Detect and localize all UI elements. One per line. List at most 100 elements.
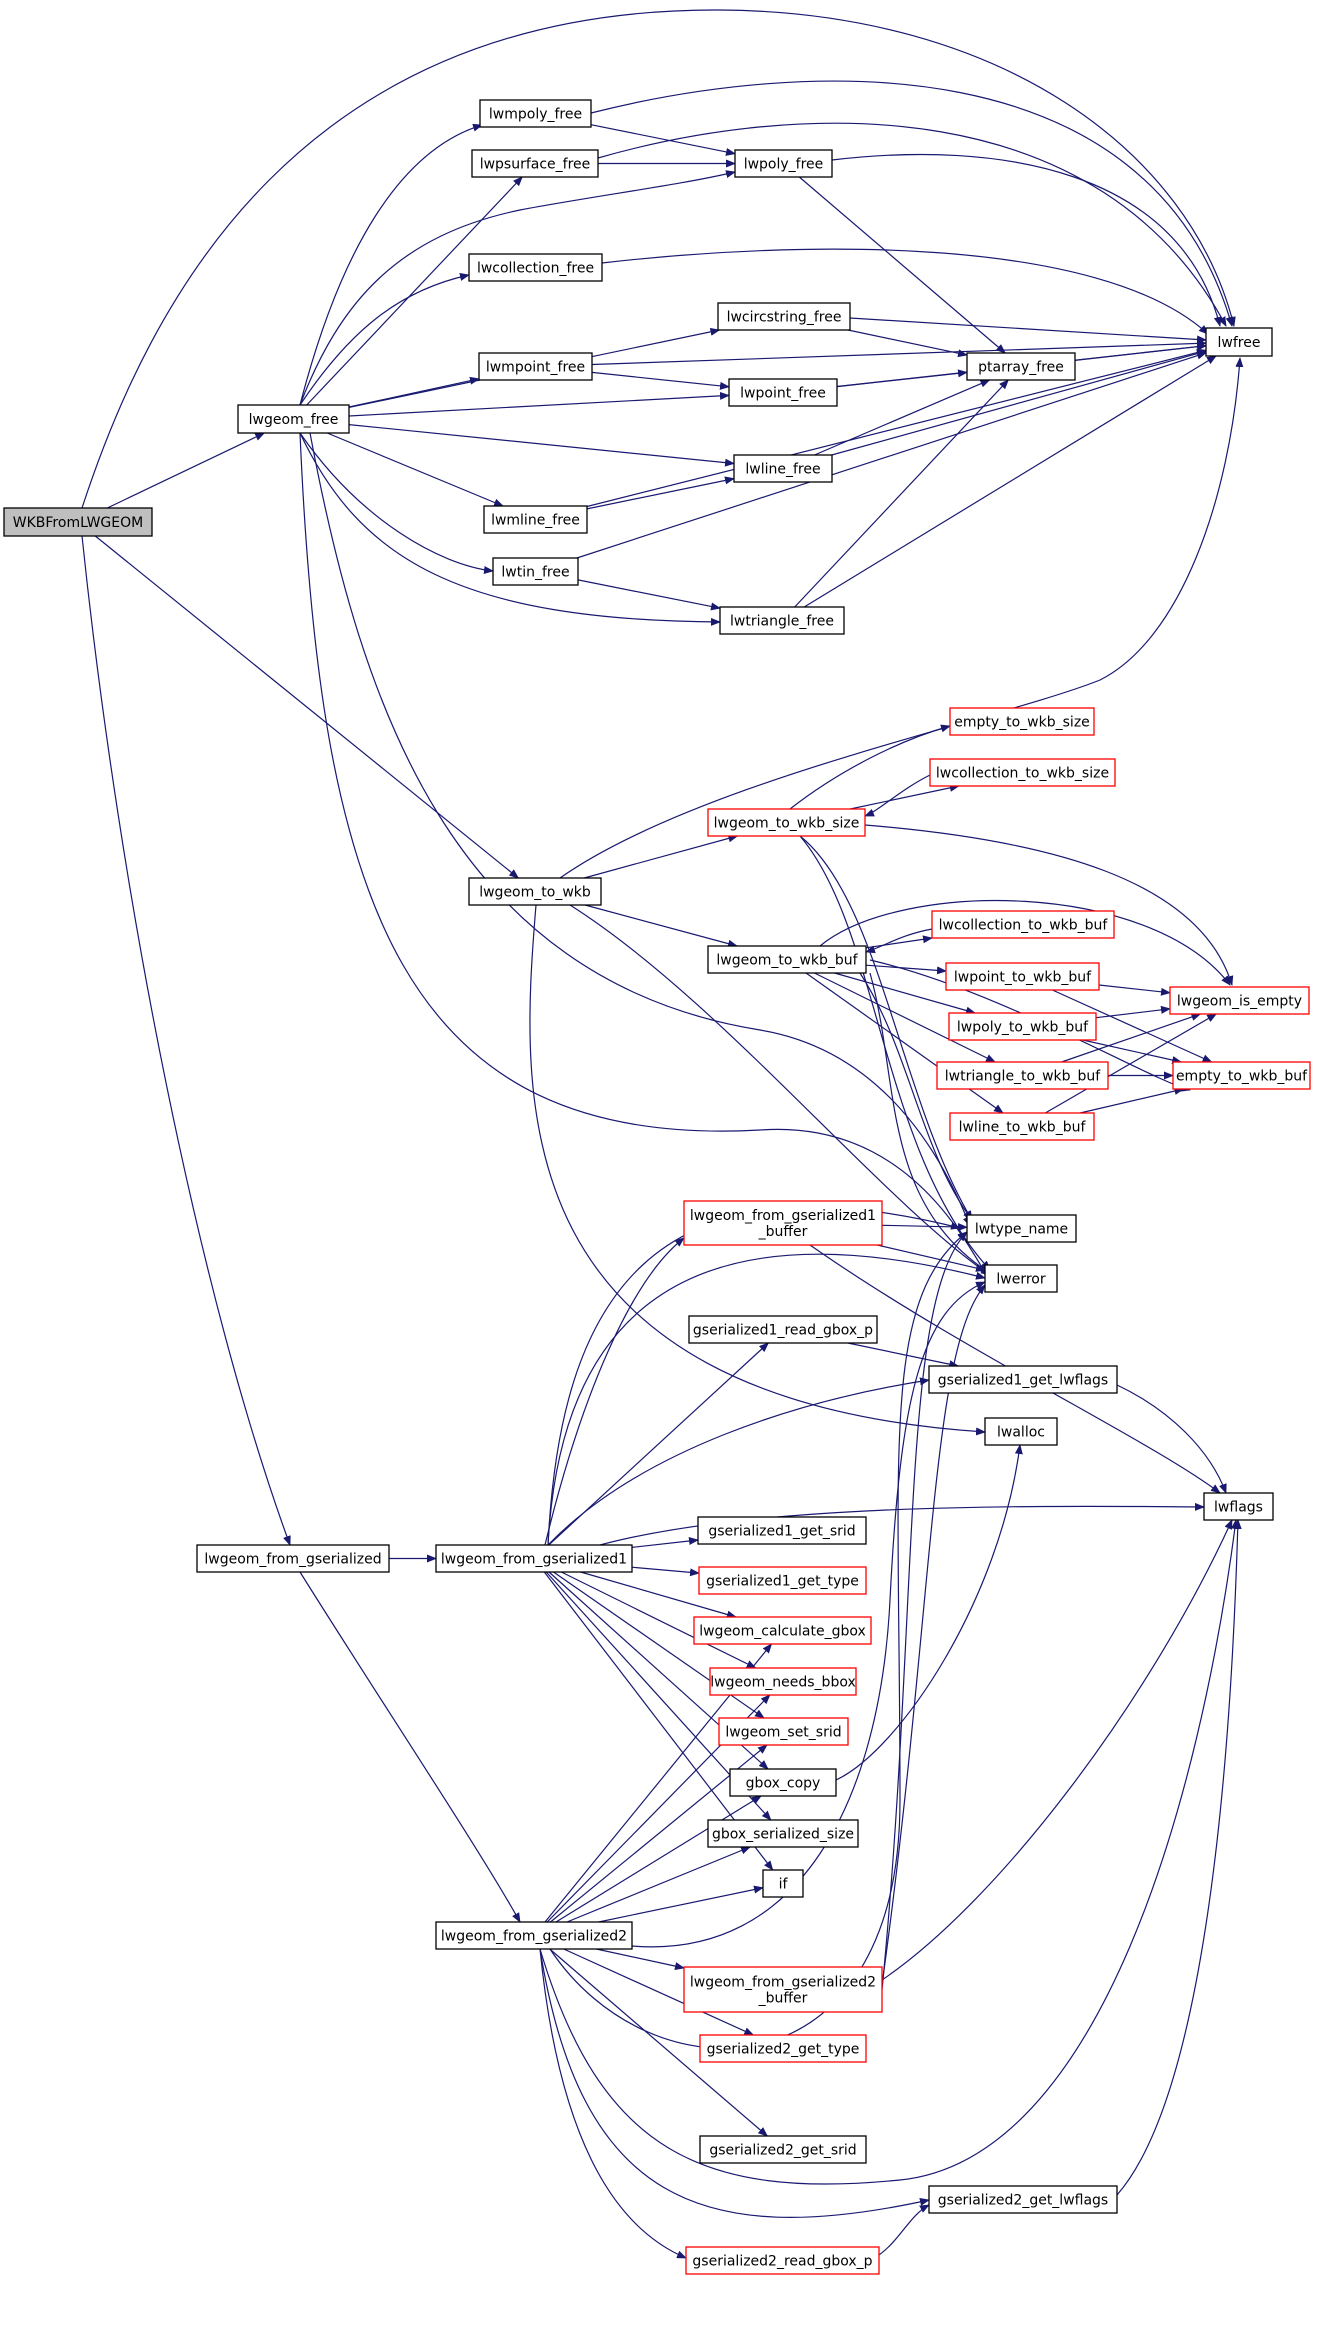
node-lwgeom_needs_bbox[interactable]: lwgeom_needs_bbox bbox=[709, 1667, 857, 1696]
node-box bbox=[984, 1417, 1058, 1446]
node-label: gserialized2_get_type bbox=[707, 2042, 860, 2058]
edge-lwtriangle_to_wkb_buf-to-lwgeom_is_empty bbox=[1061, 1013, 1202, 1063]
node-gserialized2_get_lwflags[interactable]: gserialized2_get_lwflags bbox=[928, 2185, 1118, 2214]
node-box bbox=[729, 1768, 837, 1797]
node-lwline_to_wkb_buf[interactable]: lwline_to_wkb_buf bbox=[949, 1112, 1095, 1141]
edge-lwgeom_from_gserialized1_buffer-to-lwerror bbox=[877, 1244, 986, 1272]
node-lwflags[interactable]: lwflags bbox=[1203, 1492, 1274, 1521]
edge-lwgeom_from_gserialized2_buffer-to-lwerror bbox=[881, 1284, 986, 1986]
node-empty_to_wkb_buf[interactable]: empty_to_wkb_buf bbox=[1172, 1061, 1311, 1090]
node-label: lwline_free bbox=[745, 462, 820, 478]
node-lwcircstring_free[interactable]: lwcircstring_free bbox=[717, 302, 851, 331]
node-lwtriangle_to_wkb_buf[interactable]: lwtriangle_to_wkb_buf bbox=[936, 1061, 1109, 1090]
node-box bbox=[478, 352, 593, 381]
edge-lwmline_free-to-lwfree bbox=[586, 348, 1207, 508]
node-label: lwcircstring_free bbox=[727, 310, 842, 326]
node-lwgeom_to_wkb_size[interactable]: lwgeom_to_wkb_size bbox=[707, 808, 866, 837]
node-lwpoly_free[interactable]: lwpoly_free bbox=[734, 149, 833, 178]
node-lwtin_free[interactable]: lwtin_free bbox=[492, 557, 579, 586]
node-gserialized2_get_type[interactable]: gserialized2_get_type bbox=[699, 2034, 867, 2063]
node-box bbox=[966, 1214, 1077, 1243]
node-label: gserialized1_read_gbox_p bbox=[693, 1323, 873, 1339]
node-box bbox=[928, 2185, 1118, 2214]
node-lwgeom_to_wkb_buf[interactable]: lwgeom_to_wkb_buf bbox=[707, 945, 867, 974]
node-label: lwtriangle_to_wkb_buf bbox=[945, 1069, 1102, 1085]
edge-lwgeom_to_wkb-to-lwgeom_to_wkb_size bbox=[584, 834, 739, 879]
node-if[interactable]: if bbox=[762, 1869, 804, 1898]
node-lwgeom_to_wkb[interactable]: lwgeom_to_wkb bbox=[468, 877, 602, 906]
node-box bbox=[685, 2246, 880, 2275]
node-box bbox=[929, 758, 1116, 787]
edge-lwgeom_free-to-lwmline_free bbox=[326, 432, 504, 507]
node-lwpoint_free[interactable]: lwpoint_free bbox=[728, 378, 838, 407]
node-gserialized1_get_srid[interactable]: gserialized1_get_srid bbox=[697, 1516, 867, 1545]
node-lwmpoint_free[interactable]: lwmpoint_free bbox=[478, 352, 593, 381]
edge-lwgeom_to_wkb_buf-to-lwpoint_to_wkb_buf bbox=[865, 964, 947, 975]
node-label: _buffer bbox=[758, 1224, 808, 1240]
node-ptarray_free[interactable]: ptarray_free bbox=[966, 352, 1076, 381]
node-lwcollection_to_wkb_buf[interactable]: lwcollection_to_wkb_buf bbox=[931, 910, 1115, 939]
edge-WKBFromLWGEOM-to-lwgeom_from_gserialized bbox=[81, 535, 291, 1546]
node-gserialized2_get_srid[interactable]: gserialized2_get_srid bbox=[699, 2135, 867, 2164]
node-lwcollection_free[interactable]: lwcollection_free bbox=[468, 253, 603, 282]
edge-WKBFromLWGEOM-to-lwgeom_free bbox=[107, 432, 266, 509]
node-lwgeom_from_gserialized2_buffer[interactable]: lwgeom_from_gserialized2_buffer bbox=[683, 1966, 883, 2013]
node-box bbox=[734, 149, 833, 178]
edge-lwtin_free-to-lwtriangle_free bbox=[577, 579, 721, 611]
node-label: lwgeom_from_gserialized2 bbox=[441, 1929, 627, 1945]
node-lwfree[interactable]: lwfree bbox=[1205, 327, 1273, 357]
node-lwgeom_is_empty[interactable]: lwgeom_is_empty bbox=[1169, 986, 1310, 1015]
node-label: lwflags bbox=[1214, 1500, 1263, 1516]
node-box bbox=[928, 1365, 1118, 1394]
node-lwerror[interactable]: lwerror bbox=[984, 1264, 1058, 1293]
edge-gserialized1_get_lwflags-to-lwflags bbox=[1116, 1384, 1227, 1494]
node-lwgeom_free[interactable]: lwgeom_free bbox=[237, 404, 350, 434]
node-label: lwmpoly_free bbox=[489, 107, 582, 123]
edge-lwgeom_to_wkb-to-lwalloc bbox=[529, 904, 986, 1436]
node-gbox_copy[interactable]: gbox_copy bbox=[729, 1768, 837, 1797]
node-gserialized2_read_gbox_p[interactable]: gserialized2_read_gbox_p bbox=[685, 2246, 880, 2275]
node-lwtriangle_free[interactable]: lwtriangle_free bbox=[719, 606, 845, 635]
node-box bbox=[435, 1921, 633, 1950]
edge-lwtriangle_free-to-ptarray_free bbox=[794, 379, 1009, 608]
node-lwmpoly_free[interactable]: lwmpoly_free bbox=[479, 99, 592, 128]
node-label: lwgeom_needs_bbox bbox=[710, 1675, 856, 1691]
node-empty_to_wkb_size[interactable]: empty_to_wkb_size bbox=[949, 707, 1095, 736]
node-gserialized1_read_gbox_p[interactable]: gserialized1_read_gbox_p bbox=[688, 1315, 878, 1344]
node-lwgeom_calculate_gbox[interactable]: lwgeom_calculate_gbox bbox=[693, 1616, 872, 1645]
edge-lwgeom_to_wkb_buf-to-lwcollection_to_wkb_buf bbox=[865, 935, 933, 949]
node-box bbox=[697, 1516, 867, 1545]
node-lwmline_free[interactable]: lwmline_free bbox=[483, 505, 588, 534]
edge-lwpoly_to_wkb_buf-to-lwgeom_is_empty bbox=[1095, 1005, 1171, 1019]
edge-lwgeom_to_wkb-to-lwgeom_to_wkb_buf bbox=[584, 904, 738, 948]
node-lwgeom_from_gserialized1[interactable]: lwgeom_from_gserialized1 bbox=[435, 1544, 633, 1573]
edge-WKBFromLWGEOM-to-lwfree bbox=[81, 9, 1236, 509]
node-lwcollection_to_wkb_size[interactable]: lwcollection_to_wkb_size bbox=[929, 758, 1116, 787]
node-label: gserialized1_get_srid bbox=[708, 1524, 855, 1540]
edge-lwgeom_from_gserialized1-to-gserialized1_get_srid bbox=[631, 1537, 699, 1548]
node-WKBFromLWGEOM[interactable]: WKBFromLWGEOM bbox=[3, 507, 153, 537]
node-box bbox=[196, 1544, 390, 1573]
edge-lwgeom_from_gserialized2-to-gserialized2_get_lwflags bbox=[539, 1948, 930, 2218]
node-lwpsurface_free[interactable]: lwpsurface_free bbox=[471, 149, 599, 178]
node-lwgeom_set_srid[interactable]: lwgeom_set_srid bbox=[718, 1717, 849, 1746]
edge-lwcollection_to_wkb_buf-to-lwgeom_to_wkb_buf bbox=[865, 928, 933, 954]
node-gbox_serialized_size[interactable]: gbox_serialized_size bbox=[707, 1819, 859, 1848]
node-label: lwcollection_to_wkb_buf bbox=[939, 918, 1109, 934]
edge-lwpoly_free-to-lwfree bbox=[831, 153, 1222, 327]
node-lwgeom_from_gserialized[interactable]: lwgeom_from_gserialized bbox=[196, 1544, 390, 1573]
node-label: ptarray_free bbox=[978, 360, 1064, 376]
node-lwline_free[interactable]: lwline_free bbox=[733, 454, 833, 483]
node-lwtype_name[interactable]: lwtype_name bbox=[966, 1214, 1077, 1243]
node-box bbox=[683, 1200, 883, 1246]
node-lwalloc[interactable]: lwalloc bbox=[984, 1417, 1058, 1446]
node-gserialized1_get_type[interactable]: gserialized1_get_type bbox=[698, 1566, 867, 1595]
node-lwgeom_from_gserialized1_buffer[interactable]: lwgeom_from_gserialized1_buffer bbox=[683, 1200, 883, 1246]
node-lwpoint_to_wkb_buf[interactable]: lwpoint_to_wkb_buf bbox=[945, 962, 1100, 991]
edge-lwgeom_from_gserialized2-to-lwtype_name bbox=[549, 1231, 968, 2049]
node-lwgeom_from_gserialized2[interactable]: lwgeom_from_gserialized2 bbox=[435, 1921, 633, 1950]
node-lwpoly_to_wkb_buf[interactable]: lwpoly_to_wkb_buf bbox=[948, 1012, 1097, 1041]
node-gserialized1_get_lwflags[interactable]: gserialized1_get_lwflags bbox=[928, 1365, 1118, 1394]
node-box bbox=[966, 352, 1076, 381]
node-box bbox=[707, 945, 867, 974]
